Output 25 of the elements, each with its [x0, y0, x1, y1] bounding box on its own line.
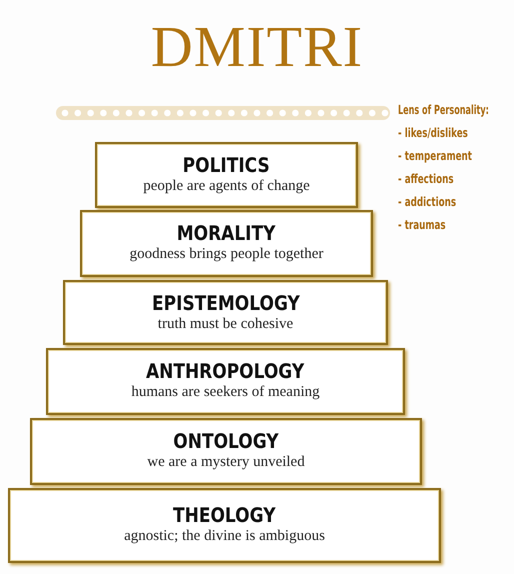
- tier-heading: THEOLOGY: [173, 503, 276, 527]
- list-item: - traumas: [398, 216, 446, 234]
- tier-description: we are a mystery unveiled: [147, 453, 305, 471]
- tier-description: people are agents of change: [143, 177, 310, 195]
- tier-box: [63, 280, 388, 345]
- tier-box: [46, 348, 405, 415]
- tier-description: humans are seekers of meaning: [131, 383, 320, 401]
- list-item: - affections: [398, 170, 454, 188]
- list-heading: Lens of Personality:: [398, 101, 489, 119]
- tier-heading: EPISTEMOLOGY: [152, 291, 300, 315]
- tier-box: [80, 210, 373, 277]
- tier-description: agnostic; the divine is ambiguous: [124, 527, 325, 545]
- list-item: - addictions: [398, 193, 456, 211]
- tier-box: [8, 488, 441, 563]
- list-item: - temperament: [398, 147, 472, 165]
- tier-heading: ONTOLOGY: [173, 429, 279, 453]
- tier-heading: ANTHROPOLOGY: [146, 359, 305, 383]
- tier-heading: MORALITY: [177, 221, 276, 245]
- list-item: - likes/dislikes: [398, 124, 468, 142]
- tier-box: [30, 418, 422, 485]
- title: DMITRI: [150, 13, 364, 81]
- tier-heading: POLITICS: [182, 153, 270, 177]
- tier-box: [95, 142, 358, 208]
- tier-description: truth must be cohesive: [158, 315, 294, 333]
- tier-description: goodness brings people together: [130, 245, 324, 263]
